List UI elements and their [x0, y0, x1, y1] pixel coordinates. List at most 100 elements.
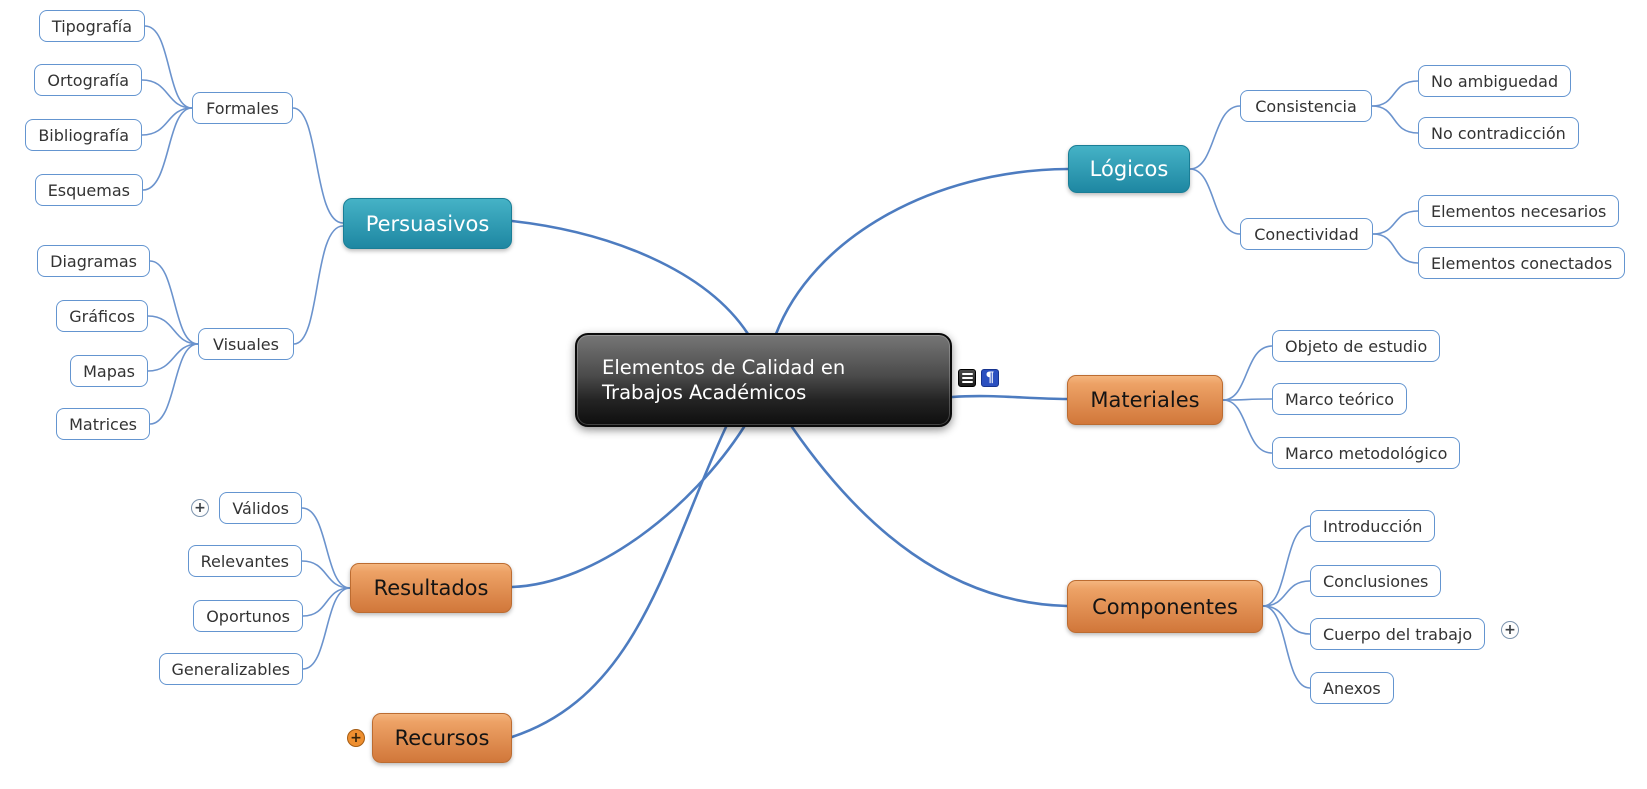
topic-label: Mapas — [83, 361, 135, 381]
connector-resultados-oportunos — [302, 587, 351, 617]
topic-validos[interactable]: Válidos — [219, 492, 302, 524]
topic-no-contradiccion[interactable]: No contradicción — [1418, 117, 1579, 149]
notes-icon[interactable] — [958, 369, 976, 387]
topic-label: Gráficos — [69, 306, 135, 326]
topic-label: Introducción — [1323, 516, 1423, 536]
topic-graficos[interactable]: Gráficos — [56, 300, 148, 332]
connector-visuales-diagramas — [149, 260, 199, 345]
topic-cuerpo-del-trabajo[interactable]: Cuerpo del trabajo — [1310, 618, 1486, 650]
topic-oportunos[interactable]: Oportunos — [193, 600, 303, 632]
connector-persuasivos-formales — [292, 107, 344, 224]
topic-marco-teorico[interactable]: Marco teórico — [1272, 383, 1408, 415]
notes-icon-bar — [961, 381, 973, 383]
topic-resultados[interactable]: Resultados — [350, 563, 512, 613]
topic-label: Objeto de estudio — [1285, 336, 1428, 356]
expand-toggle-recursos[interactable]: + — [347, 729, 365, 747]
topic-label: Válidos — [232, 498, 289, 518]
connector-componentes-cuerpo — [1262, 605, 1311, 635]
connector-componentes-introduccion — [1262, 525, 1311, 607]
topic-label: Componentes — [1092, 594, 1238, 619]
root-topic[interactable]: Elementos de Calidad en Trabajos Académi… — [575, 333, 952, 427]
connector-componentes-anexos — [1262, 605, 1311, 689]
connector-formales-bibliografia — [141, 107, 193, 136]
connector-materiales-objeto — [1222, 345, 1273, 401]
topic-label: Consistencia — [1255, 96, 1357, 116]
topic-objeto-de-estudio[interactable]: Objeto de estudio — [1272, 330, 1441, 362]
topic-marco-metodologico[interactable]: Marco metodológico — [1272, 437, 1461, 469]
connector-consistencia-noambiguedad — [1371, 80, 1419, 107]
topic-label: Recursos — [394, 726, 490, 750]
connector-visuales-mapas — [147, 343, 199, 372]
topic-label: Formales — [206, 98, 279, 118]
connector-central-persuasivos — [510, 219, 750, 336]
topic-ortografia[interactable]: Ortografía — [34, 64, 142, 96]
expand-toggle-validos[interactable]: + — [191, 499, 209, 517]
topic-mapas[interactable]: Mapas — [70, 355, 148, 387]
connector-consistencia-nocontradiccion — [1371, 105, 1419, 134]
connector-central-recursos — [510, 425, 728, 739]
topic-formales[interactable]: Formales — [192, 92, 293, 124]
root-topic-line2: Trabajos Académicos — [602, 381, 807, 404]
topic-conectividad[interactable]: Conectividad — [1240, 218, 1373, 250]
topic-relevantes[interactable]: Relevantes — [187, 545, 302, 577]
connector-visuales-graficos — [147, 315, 199, 345]
topic-label: Anexos — [1323, 678, 1381, 698]
connector-formales-ortografia — [141, 79, 193, 109]
topic-componentes[interactable]: Componentes — [1067, 580, 1263, 633]
topic-generalizables[interactable]: Generalizables — [158, 653, 303, 685]
connector-resultados-validos — [301, 507, 351, 589]
connector-central-componentes — [790, 425, 1069, 608]
topic-tipografia[interactable]: Tipografía — [38, 10, 145, 42]
topic-label: Matrices — [69, 414, 137, 434]
topic-elementos-necesarios[interactable]: Elementos necesarios — [1418, 195, 1620, 227]
connector-formales-esquemas — [142, 107, 193, 191]
topic-label: Lógicos — [1089, 157, 1169, 181]
topic-label: Tipografía — [51, 16, 132, 36]
topic-label: Oportunos — [206, 606, 290, 626]
pilcrow-icon[interactable]: ¶ — [981, 369, 999, 387]
expand-toggle-cuerpo-del-trabajo[interactable]: + — [1501, 621, 1519, 639]
topic-label: Marco metodológico — [1285, 443, 1448, 463]
topic-label: No contradicción — [1431, 123, 1566, 143]
connector-formales-tipografia — [144, 25, 193, 109]
connector-componentes-conclusiones — [1262, 580, 1311, 607]
topic-label: Marco teórico — [1285, 389, 1395, 409]
topic-label: Resultados — [373, 576, 489, 600]
topic-elementos-conectados[interactable]: Elementos conectados — [1418, 247, 1626, 279]
topic-label: Conectividad — [1254, 224, 1359, 244]
notes-icon-bar — [961, 373, 973, 375]
topic-logicos[interactable]: Lógicos — [1068, 145, 1190, 193]
notes-icon-bar — [961, 377, 973, 379]
topic-materiales[interactable]: Materiales — [1067, 375, 1223, 425]
topic-label: Diagramas — [50, 251, 137, 271]
root-topic-label: Elementos de Calidad en Trabajos Académi… — [602, 355, 845, 405]
topic-no-ambiguedad[interactable]: No ambiguedad — [1418, 65, 1572, 97]
topic-esquemas[interactable]: Esquemas — [34, 174, 143, 206]
topic-consistencia[interactable]: Consistencia — [1240, 90, 1372, 122]
topic-matrices[interactable]: Matrices — [56, 408, 150, 440]
topic-label: No ambiguedad — [1431, 71, 1559, 91]
topic-diagramas[interactable]: Diagramas — [37, 245, 150, 277]
connector-logicos-conectividad — [1189, 168, 1241, 235]
topic-conclusiones[interactable]: Conclusiones — [1310, 565, 1442, 597]
connector-conectividad-necesarios — [1372, 210, 1419, 235]
topic-label: Esquemas — [47, 180, 130, 200]
topic-anexos[interactable]: Anexos — [1310, 672, 1394, 704]
connector-central-logicos — [774, 167, 1070, 336]
topic-visuales[interactable]: Visuales — [198, 328, 294, 360]
topic-bibliografia[interactable]: Bibliografía — [25, 119, 142, 151]
connector-materiales-metodologico — [1222, 399, 1273, 454]
root-topic-line1: Elementos de Calidad en — [602, 356, 846, 379]
connector-central-materiales — [950, 394, 1069, 401]
topic-label: Elementos necesarios — [1431, 201, 1607, 221]
connector-visuales-matrices — [149, 343, 199, 425]
topic-label: Bibliografía — [38, 125, 129, 145]
connector-conectividad-conectados — [1372, 233, 1419, 264]
topic-introduccion[interactable]: Introducción — [1310, 510, 1436, 542]
topic-label: Persuasivos — [365, 211, 490, 236]
topic-label: Relevantes — [200, 551, 289, 571]
topic-recursos[interactable]: Recursos — [372, 713, 512, 763]
topic-persuasivos[interactable]: Persuasivos — [343, 198, 512, 249]
topic-label: Cuerpo del trabajo — [1323, 624, 1473, 644]
